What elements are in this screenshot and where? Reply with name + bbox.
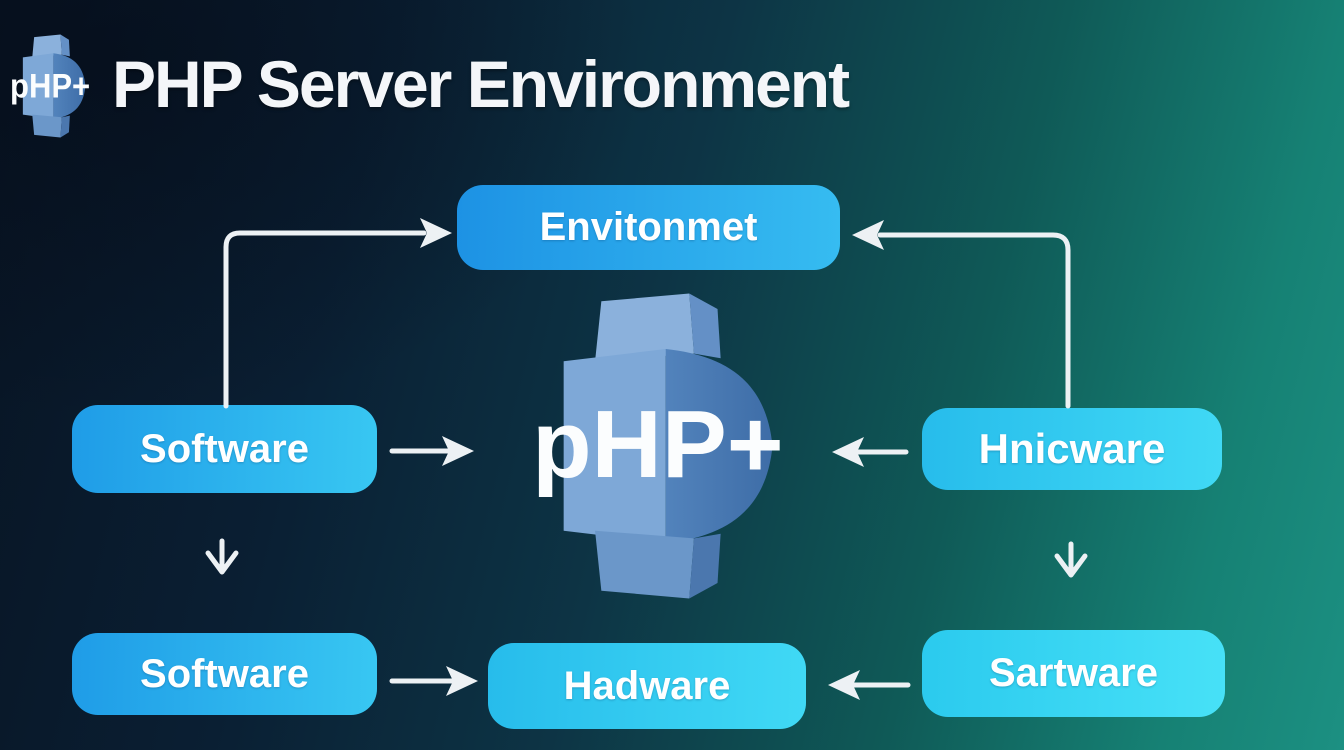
node-sartware-bottom-label: Sartware xyxy=(989,651,1158,695)
php-logo-icon: pHP+ xyxy=(10,34,90,138)
arrow-sartware-to-hadware-icon xyxy=(828,670,911,700)
node-software-mid-label: Software xyxy=(140,426,309,471)
node-hardware-mid-label: Hnicware xyxy=(978,425,1166,472)
node-hadware-bottom: Hadware xyxy=(488,643,806,729)
node-software-bottom-label: Software xyxy=(140,651,309,696)
arrow-software-to-cube-icon xyxy=(389,436,474,466)
arrow-hardware-to-cube-icon xyxy=(832,437,909,467)
page-title: PHP Server Environment xyxy=(112,47,850,121)
elbow-arrow-left-to-top-icon xyxy=(223,218,452,409)
node-hadware-bottom-label: Hadware xyxy=(563,663,731,708)
node-sartware-bottom: Sartware xyxy=(922,630,1225,717)
arrow-software-to-hadware-icon xyxy=(389,666,478,696)
node-hardware-mid: Hnicware xyxy=(922,408,1222,490)
php-cube-icon: pHP+ xyxy=(532,293,784,599)
down-arrow-right-icon xyxy=(1054,541,1088,578)
elbow-arrow-right-to-top-icon xyxy=(852,220,1071,409)
node-environment: Envitonmet xyxy=(457,185,840,270)
node-environment-label: Envitonmet xyxy=(539,205,758,249)
node-software-mid: Software xyxy=(72,405,377,493)
node-software-bottom: Software xyxy=(72,633,377,715)
logo-cube-label: pHP+ xyxy=(10,66,90,105)
down-arrow-left-icon xyxy=(205,538,239,575)
center-cube-label: pHP+ xyxy=(532,392,784,498)
